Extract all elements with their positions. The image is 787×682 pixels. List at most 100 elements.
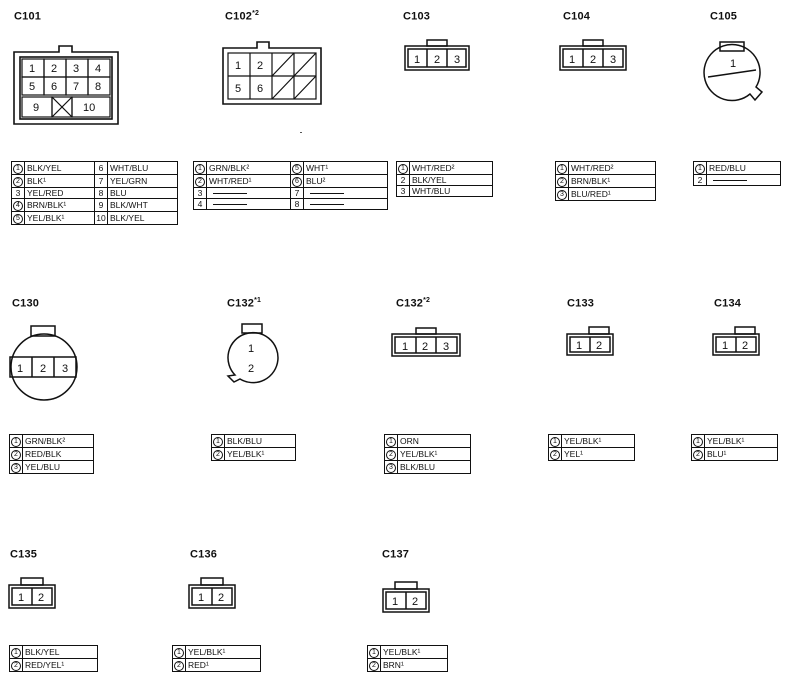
c135-title: C135	[10, 548, 38, 561]
circled-pin-number: 1	[11, 648, 21, 658]
pin-number: 2	[691, 447, 705, 461]
pin-number: 3	[9, 460, 23, 474]
c103-pin-1: 1	[414, 54, 420, 66]
circled-pin-number: 2	[386, 450, 396, 460]
c137-pin-1: 1	[392, 596, 398, 608]
c136-title: C136	[190, 548, 218, 561]
c101-pin-3: 3	[73, 63, 79, 75]
wire-color: YEL/BLK¹	[561, 434, 635, 448]
pin-number: 1	[211, 434, 225, 448]
c102-pin-6: 6	[257, 83, 263, 95]
pin-number: 7	[290, 187, 304, 199]
wire-color: BLU/RED¹	[568, 187, 656, 201]
pin-number: 1	[11, 161, 25, 175]
c134-pin-2: 2	[742, 340, 748, 352]
pin-number: 2	[9, 447, 23, 461]
wire-color: YEL/BLK¹	[397, 447, 471, 461]
c133-title: C133	[567, 297, 595, 310]
circled-pin-number: 1	[693, 437, 703, 447]
pin-number: 10	[94, 211, 108, 225]
pin-number: 2	[367, 658, 381, 672]
wire-color: WHT/RED²	[409, 161, 493, 175]
wire-color: BRN/BLK¹	[568, 174, 656, 188]
pin-number: 1	[172, 645, 186, 659]
circled-pin-number: 1	[695, 164, 705, 174]
pin-number: 1	[396, 161, 410, 175]
circled-pin-number: 4	[13, 201, 23, 211]
wire-color: BRN¹	[380, 658, 448, 672]
wire-color: RED/BLU	[706, 161, 781, 175]
c101-title: C101	[14, 10, 42, 23]
pin-number: 5	[11, 211, 25, 225]
circled-pin-number: 2	[550, 450, 560, 460]
c135-pin-1: 1	[18, 592, 24, 604]
pin-number: 4	[193, 198, 207, 210]
unused-pin-dash	[310, 193, 344, 195]
c104-title: C104	[563, 10, 591, 23]
wire-color: WHT/RED¹	[206, 174, 291, 188]
pin-number: 5	[290, 161, 304, 175]
pin-number: 6	[94, 161, 108, 175]
circled-pin-number: 1	[386, 437, 396, 447]
c101-pin-8: 8	[95, 81, 101, 93]
wire-color: WHT¹	[303, 161, 388, 175]
pin-number: 2	[555, 174, 569, 188]
pin-number: 6	[290, 174, 304, 188]
wire-color: YEL¹	[561, 447, 635, 461]
c134-title: C134	[714, 297, 742, 310]
wire-color	[303, 187, 388, 199]
wire-color: BLK/BLU	[397, 460, 471, 474]
wire-color: BLK/YEL	[24, 161, 95, 175]
circled-pin-number: 1	[213, 437, 223, 447]
wire-color: YEL/BLK¹	[704, 434, 778, 448]
c102-pin-1: 1	[235, 60, 241, 72]
circled-pin-number: 5	[292, 164, 302, 174]
c101-pin-10: 10	[83, 102, 95, 114]
pin-number: 8	[94, 187, 108, 199]
pin-number: 4	[11, 198, 25, 212]
wire-color: YEL/BLK¹	[224, 447, 296, 461]
circled-pin-number: 2	[213, 450, 223, 460]
wire-color	[303, 198, 388, 210]
c134-pin-1: 1	[722, 340, 728, 352]
wire-color: ORN	[397, 434, 471, 448]
c133-pin-1: 1	[576, 340, 582, 352]
pin-number: 2	[211, 447, 225, 461]
wire-color: BLK/YEL	[107, 211, 178, 225]
pin-number: 1	[9, 645, 23, 659]
c101-pin-4: 4	[95, 63, 101, 75]
circled-pin-number: 1	[398, 164, 408, 174]
c132b-pin-1: 1	[402, 341, 408, 353]
c102-connector-diagram: 1 2 5 6	[222, 41, 322, 105]
c104-connector-diagram: 1 2 3	[559, 39, 627, 71]
circled-pin-number: 2	[693, 450, 703, 460]
c101-pin-9: 9	[33, 102, 39, 114]
circled-pin-number: 1	[557, 164, 567, 174]
pin-number: 1	[367, 645, 381, 659]
pin-number: 2	[172, 658, 186, 672]
circled-pin-number: 2	[11, 450, 21, 460]
pin-number: 2	[193, 174, 207, 188]
circled-pin-number: 2	[195, 177, 205, 187]
